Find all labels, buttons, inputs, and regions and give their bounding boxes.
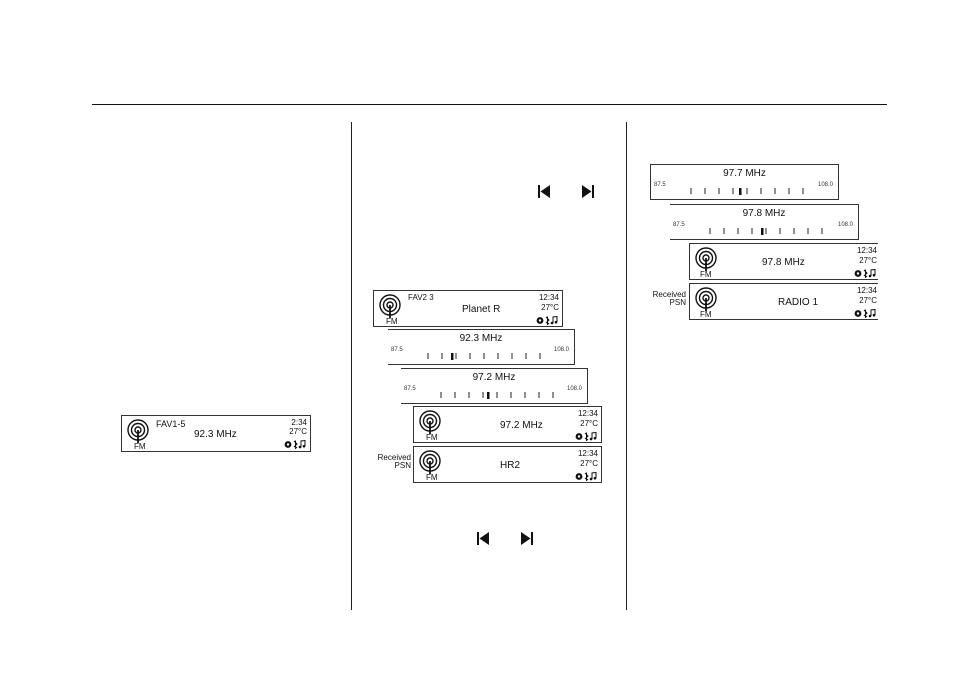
frequency-label: 97.2 MHz [500, 421, 543, 431]
favourite-list-label: FAV2 3 [408, 294, 434, 302]
clock-label: 12:34 [539, 294, 559, 302]
clock-label: 12:34 [578, 410, 598, 418]
fm-antenna-icon [126, 419, 150, 443]
fm-antenna-icon [694, 287, 718, 311]
fm-display-favourite: FM FAV1-5 92.3 MHz 2:34 27°C [121, 415, 311, 452]
column-divider-1 [351, 122, 352, 610]
tuning-pointer [487, 392, 490, 399]
received-psn-label: Received PSN [643, 291, 686, 307]
temperature-label: 27°C [859, 297, 877, 305]
status-icons [854, 309, 878, 318]
psn-label: RADIO 1 [778, 298, 818, 308]
temperature-label: 27°C [541, 304, 559, 312]
fm-display-psn: FM HR2 12:34 27°C [413, 446, 602, 483]
band-label: FM [426, 434, 438, 442]
temperature-label: 27°C [859, 257, 877, 265]
tuning-scale [651, 185, 840, 197]
psn-label: HR2 [500, 461, 520, 471]
fm-display-frequency: FM 97.8 MHz 12:34 27°C [689, 243, 878, 280]
fm-display-station-name: FM FAV2 3 Planet R 12:34 27°C [373, 290, 563, 327]
tuning-pointer [761, 228, 764, 235]
fm-display-psn: FM RADIO 1 12:34 27°C [689, 283, 878, 320]
band-label: FM [426, 474, 438, 482]
frequency-label: 92.3 MHz [194, 430, 237, 440]
tuning-scale-display: 97.7 MHz 87.5 108.0 [650, 164, 839, 200]
tuning-scale [670, 225, 859, 237]
tuning-scale [401, 389, 588, 401]
tuning-scale [388, 350, 575, 362]
fm-display-frequency: FM 97.2 MHz 12:34 27°C [413, 406, 602, 443]
station-name-label: Planet R [462, 305, 500, 315]
skip-next-icon [582, 185, 594, 198]
status-icons [284, 440, 308, 449]
tuning-frequency-label: 97.7 MHz [651, 169, 838, 179]
skip-previous-icon [477, 532, 489, 545]
skip-next-icon [521, 532, 533, 545]
fm-antenna-icon [418, 450, 442, 474]
clock-label: 12:34 [857, 247, 877, 255]
status-icons [536, 316, 560, 325]
skip-previous-icon [538, 185, 550, 198]
band-label: FM [134, 443, 146, 451]
temperature-label: 27°C [580, 460, 598, 468]
tuning-scale-display: 97.8 MHz 87.5 108.0 [670, 204, 859, 240]
tuning-scale-display: 92.3 MHz 87.5 108.0 [388, 329, 575, 365]
band-label: FM [386, 318, 398, 326]
favourite-list-label: FAV1-5 [156, 420, 185, 428]
temperature-label: 27°C [580, 420, 598, 428]
clock-label: 12:34 [857, 287, 877, 295]
status-icons [575, 432, 599, 441]
tuning-pointer [739, 188, 742, 195]
column-divider-2 [626, 122, 627, 610]
band-label: FM [700, 271, 712, 279]
status-icons [854, 269, 878, 278]
tuning-pointer [451, 353, 454, 360]
tuning-frequency-label: 92.3 MHz [388, 334, 574, 344]
tuning-frequency-label: 97.8 MHz [670, 209, 858, 219]
header-rule [92, 104, 887, 105]
band-label: FM [700, 311, 712, 319]
temperature-label: 27°C [289, 428, 307, 436]
fm-antenna-icon [418, 410, 442, 434]
clock-label: 2:34 [291, 419, 307, 427]
clock-label: 12:34 [578, 450, 598, 458]
tuning-frequency-label: 97.2 MHz [401, 373, 587, 383]
status-icons [575, 472, 599, 481]
received-psn-label: Received PSN [368, 454, 411, 470]
frequency-label: 97.8 MHz [762, 258, 805, 268]
fm-antenna-icon [694, 247, 718, 271]
fm-antenna-icon [378, 294, 402, 318]
tuning-scale-display: 97.2 MHz 87.5 108.0 [401, 368, 588, 404]
